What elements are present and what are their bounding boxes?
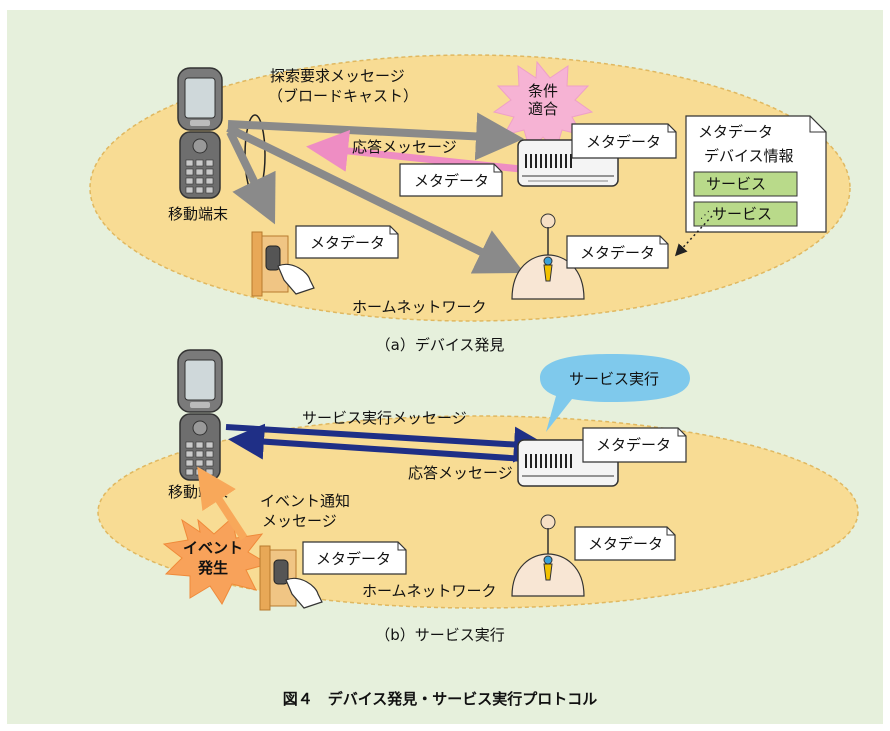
metadata-label: メタデータ (316, 550, 391, 568)
metadata-label: メタデータ (414, 172, 489, 190)
caption-b: （b）サービス実行 (375, 626, 505, 644)
metadata-note-lamp: メタデータ (566, 235, 669, 269)
discovery-message-label: 探索要求メッセージ (270, 67, 405, 85)
service-exec-arrow (225, 424, 550, 463)
event-burst-label-2: 発生 (197, 559, 228, 577)
document-service-2: サービス (712, 205, 772, 223)
event-notify-arrow (197, 466, 248, 541)
discovery-arrow-switch (226, 130, 276, 225)
wall-switch-icon (251, 231, 315, 297)
figure-caption: 図４ デバイス発見・サービス実行プロトコル (283, 690, 598, 708)
metadata-label: メタデータ (310, 234, 385, 252)
caption-a: （a）デバイス発見 (376, 336, 505, 354)
event-notify-label-1: イベント通知 (260, 492, 350, 510)
metadata-note-lamp-b: メタデータ (574, 526, 676, 561)
metadata-note-switch-b: メタデータ (302, 541, 407, 575)
metadata-note-aircon-b: メタデータ (582, 427, 687, 463)
home-network-label-b: ホームネットワーク (362, 582, 497, 600)
mobile-phone-icon (177, 67, 223, 199)
metadata-label: メタデータ (580, 244, 655, 262)
metadata-note-response: メタデータ (399, 163, 503, 197)
home-network-label-a: ホームネットワーク (352, 298, 487, 316)
service-exec-bubble-label: サービス実行 (569, 370, 659, 388)
event-burst: イベント 発生 (162, 517, 270, 605)
event-burst-label-1: イベント (183, 539, 243, 557)
service-exec-message-label: サービス実行メッセージ (302, 409, 467, 427)
response-message-label-b: 応答メッセージ (408, 464, 513, 482)
service-exec-bubble: サービス実行 (540, 354, 690, 432)
document-service-1: サービス (706, 175, 766, 193)
event-notify-label-2: メッセージ (262, 512, 337, 530)
metadata-label: メタデータ (588, 535, 663, 553)
ceiling-lamp-icon (511, 213, 585, 300)
mobile-terminal-label-a: 移動端末 (168, 205, 228, 223)
metadata-document: メタデータ デバイス情報 サービス サービス ⋰ (685, 115, 827, 233)
service-link-dots: ⋰ (700, 210, 710, 221)
document-title: メタデータ (698, 123, 773, 141)
discovery-arrow-lamp (226, 124, 525, 274)
condition-label-2: 適合 (528, 100, 558, 118)
broadcast-label: （ブロードキャスト） (268, 87, 418, 105)
wall-switch-icon (259, 545, 323, 611)
ceiling-lamp-icon (511, 514, 585, 597)
discovery-arrow-aircon (227, 112, 524, 161)
metadata-label: メタデータ (596, 436, 671, 454)
metadata-label: メタデータ (586, 133, 661, 151)
condition-label-1: 条件 (528, 82, 558, 100)
response-arrow-b (228, 423, 541, 463)
metadata-note-switch: メタデータ (295, 225, 399, 259)
document-device-info: デバイス情報 (704, 147, 794, 165)
response-message-label-a: 応答メッセージ (352, 138, 457, 156)
mobile-phone-icon (177, 349, 223, 481)
lamp-to-document-link (674, 215, 713, 257)
metadata-note-aircon: メタデータ (571, 123, 677, 159)
